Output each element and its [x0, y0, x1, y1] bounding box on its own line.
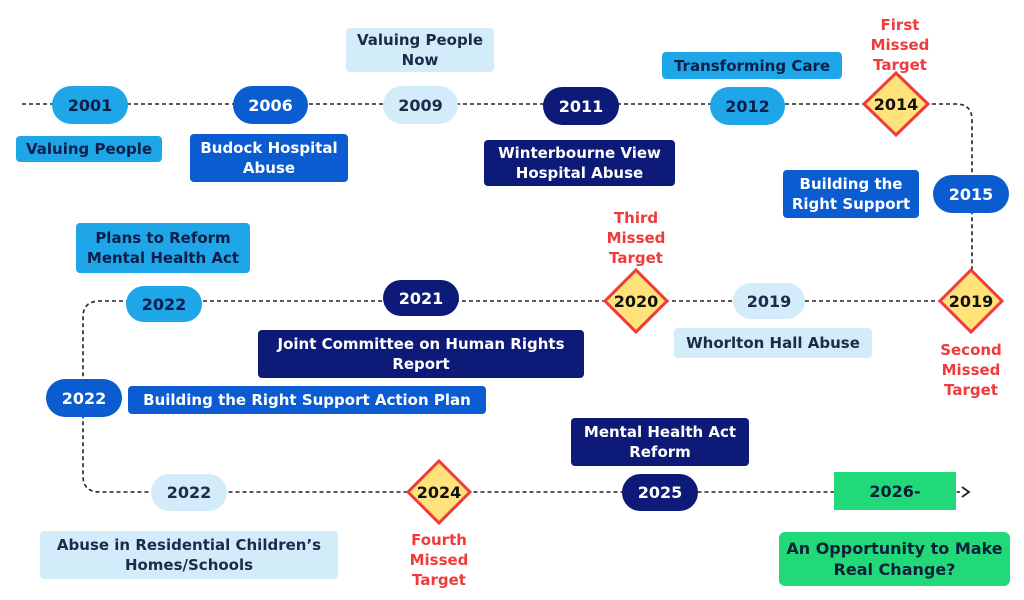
diamond-2014: [861, 70, 931, 138]
abuse-residential-homes-label: Abuse in Residential Children’s Homes/Sc…: [40, 531, 338, 579]
year-2021-pill: 2021: [383, 280, 459, 316]
year-2014-label: 2014: [873, 94, 919, 114]
year-2019-pill: 2019: [733, 283, 805, 319]
plans-reform-label: Plans to Reform Mental Health Act: [76, 223, 250, 273]
joint-committee-label: Joint Committee on Human Rights Report: [258, 330, 584, 378]
timeline-arrow-head: [961, 486, 971, 498]
year-2022-left-pill: 2022: [46, 379, 122, 417]
year-2001-pill: 2001: [52, 86, 128, 124]
year-2022-middle-pill: 2022: [126, 286, 202, 322]
opportunity-box: An Opportunity to Make Real Change?: [779, 532, 1010, 586]
year-2015-pill: 2015: [933, 175, 1009, 213]
diamond-2020: [602, 267, 670, 335]
btrs-action-plan-label: Building the Right Support Action Plan: [128, 386, 486, 414]
year-2025-pill: 2025: [622, 474, 698, 511]
year-2009-pill: 2009: [383, 86, 458, 124]
building-right-support-label: Building the Right Support: [783, 170, 919, 218]
valuing-people-label: Valuing People: [16, 136, 162, 162]
whorlton-hall-label: Whorlton Hall Abuse: [674, 328, 872, 358]
winterbourne-view-label: Winterbourne View Hospital Abuse: [484, 140, 675, 186]
year-2011-pill: 2011: [543, 87, 619, 125]
year-2012-pill: 2012: [710, 87, 785, 125]
third-missed-target-text: Third Missed Target: [606, 209, 666, 267]
first-missed-target-text: First Missed Target: [870, 16, 930, 74]
mha-reform-label: Mental Health Act Reform: [571, 418, 749, 466]
year-2024-label: 2024: [416, 482, 462, 502]
year-2019-diamond-label: 2019: [948, 291, 994, 311]
year-2026-box: 2026-: [834, 472, 956, 510]
valuing-people-now-label: Valuing People Now: [346, 28, 494, 72]
transforming-care-label: Transforming Care: [662, 52, 842, 79]
diamond-2019: [937, 267, 1005, 335]
budock-hospital-label: Budock Hospital Abuse: [190, 134, 348, 182]
second-missed-target-text: Second Missed Target: [940, 341, 1002, 399]
year-2022-bottom-pill: 2022: [151, 474, 227, 511]
year-2020-label: 2020: [613, 291, 659, 311]
diamond-2024: [405, 458, 473, 526]
fourth-missed-target-text: Fourth Missed Target: [409, 531, 469, 589]
year-2006-pill: 2006: [233, 86, 308, 124]
